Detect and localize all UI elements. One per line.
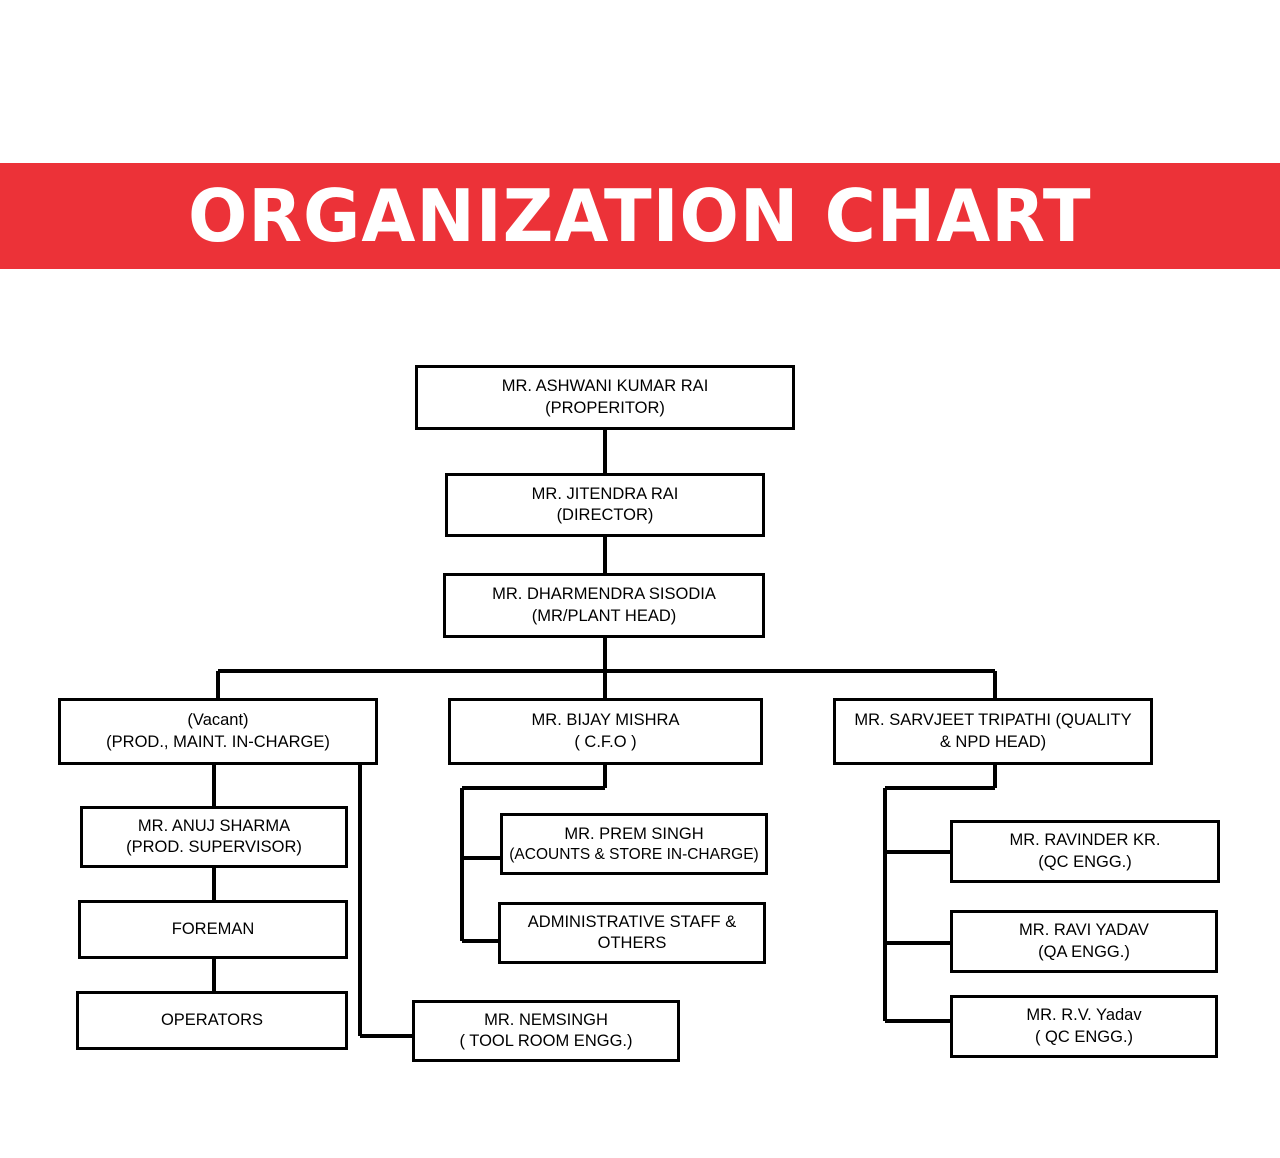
node-plant-head-line2: (MR/PLANT HEAD): [531, 606, 677, 625]
node-cfo-line1: MR. BIJAY MISHRA: [531, 711, 680, 730]
node-proprietor[interactable]: MR. ASHWANI KUMAR RAI (PROPERITOR): [415, 365, 795, 430]
node-director-line1: MR. JITENDRA RAI: [531, 484, 679, 503]
node-director-line2: (DIRECTOR): [556, 506, 654, 524]
node-operators[interactable]: OPERATORS: [76, 991, 348, 1050]
node-prod-supervisor-line2: (PROD. SUPERVISOR): [126, 838, 302, 856]
node-tool-room-engg[interactable]: MR. NEMSINGH ( TOOL ROOM ENGG.): [412, 1000, 680, 1062]
node-quality-npd-head-line1: MR. SARVJEET TRIPATHI (QUALITY: [854, 711, 1132, 730]
node-administrative-staff-line2: OTHERS: [597, 934, 667, 952]
page-header-banner: ORGANIZATION CHART: [0, 163, 1280, 269]
node-prod-supervisor[interactable]: MR. ANUJ SHARMA (PROD. SUPERVISOR): [80, 806, 348, 868]
node-qc-engg-ravinder-line2: (QC ENGG.): [1038, 852, 1132, 871]
node-quality-npd-head-line2: & NPD HEAD): [939, 732, 1047, 751]
node-administrative-staff-line1: ADMINISTRATIVE STAFF &: [527, 912, 737, 931]
node-accounts-store-incharge-line2: (ACOUNTS & STORE IN-CHARGE): [509, 845, 759, 863]
node-prod-maint-incharge-line2: (PROD., MAINT. IN-CHARGE): [106, 732, 330, 751]
node-plant-head[interactable]: MR. DHARMENDRA SISODIA (MR/PLANT HEAD): [443, 573, 765, 638]
node-qa-engg-ravi-yadav-line2: (QA ENGG.): [1038, 942, 1130, 961]
node-cfo-line2: ( C.F.O ): [574, 732, 637, 751]
node-plant-head-line1: MR. DHARMENDRA SISODIA: [492, 585, 716, 604]
node-tool-room-engg-line2: ( TOOL ROOM ENGG.): [459, 1032, 633, 1050]
node-qc-engg-ravinder[interactable]: MR. RAVINDER KR. (QC ENGG.): [950, 820, 1220, 883]
node-qc-engg-rv-yadav[interactable]: MR. R.V. Yadav ( QC ENGG.): [950, 995, 1218, 1058]
node-proprietor-line1: MR. ASHWANI KUMAR RAI: [501, 377, 709, 396]
node-prod-supervisor-line1: MR. ANUJ SHARMA: [137, 816, 291, 835]
page-title: ORGANIZATION CHART: [188, 174, 1092, 258]
node-qc-engg-rv-yadav-line1: MR. R.V. Yadav: [1026, 1006, 1142, 1025]
node-prod-maint-incharge-line1: (Vacant): [187, 711, 249, 730]
node-cfo[interactable]: MR. BIJAY MISHRA ( C.F.O ): [448, 698, 763, 765]
node-prod-maint-incharge[interactable]: (Vacant) (PROD., MAINT. IN-CHARGE): [58, 698, 378, 765]
node-qc-engg-rv-yadav-line2: ( QC ENGG.): [1034, 1027, 1134, 1046]
node-qa-engg-ravi-yadav[interactable]: MR. RAVI YADAV (QA ENGG.): [950, 910, 1218, 973]
node-accounts-store-incharge-line1: MR. PREM SINGH: [564, 824, 704, 843]
node-proprietor-line2: (PROPERITOR): [545, 398, 665, 417]
node-foreman-line1: FOREMAN: [171, 919, 255, 938]
node-qc-engg-ravinder-line1: MR. RAVINDER KR.: [1009, 831, 1161, 850]
node-accounts-store-incharge[interactable]: MR. PREM SINGH (ACOUNTS & STORE IN-CHARG…: [500, 813, 768, 875]
node-quality-npd-head[interactable]: MR. SARVJEET TRIPATHI (QUALITY & NPD HEA…: [833, 698, 1153, 765]
node-foreman[interactable]: FOREMAN: [78, 900, 348, 959]
node-administrative-staff[interactable]: ADMINISTRATIVE STAFF & OTHERS: [498, 902, 766, 964]
node-qa-engg-ravi-yadav-line1: MR. RAVI YADAV: [1019, 921, 1149, 940]
node-operators-line1: OPERATORS: [160, 1010, 264, 1029]
node-director[interactable]: MR. JITENDRA RAI (DIRECTOR): [445, 473, 765, 537]
node-tool-room-engg-line1: MR. NEMSINGH: [484, 1010, 608, 1029]
